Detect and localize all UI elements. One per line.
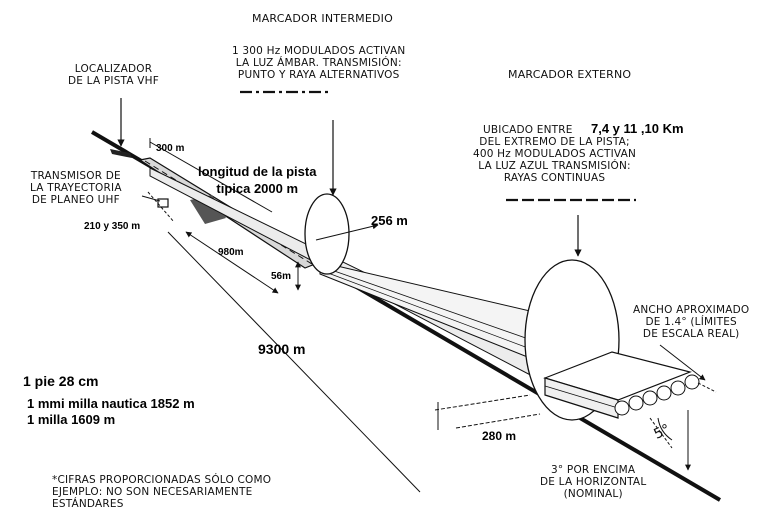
dim-300 — [149, 141, 273, 213]
localizer-label: LOCALIZADOR DE LA PISTA VHF — [68, 63, 159, 87]
glide-angle-label: 3° POR ENCIMA DE LA HORIZONTAL (NOMINAL) — [540, 464, 647, 500]
measure-980: 980m — [218, 247, 244, 258]
middle-marker-title: MARCADOR INTERMEDIO — [252, 12, 393, 25]
outer-marker-title: MARCADOR EXTERNO — [508, 68, 632, 81]
conversion-mile: 1 milla 1609 m — [27, 412, 116, 427]
measure-256: 256 m — [371, 213, 408, 228]
localizer-antenna-icon — [110, 98, 132, 158]
measure-56: 56m — [271, 271, 292, 282]
glide-path-beam — [149, 167, 561, 381]
outer-marker-range: 7,4 y 11 ,10 Km — [591, 121, 684, 136]
footnote: *CIFRAS PROPORCIONADAS SÓLO COMO EJEMPLO… — [52, 474, 272, 510]
outer-marker-line1: UBICADO ENTRE — [483, 124, 573, 136]
measure-280: 280 m — [482, 429, 517, 443]
dim-980 — [185, 231, 279, 294]
middle-marker-desc: 1 300 Hz MODULADOS ACTIVAN LA LUZ ÁMBAR.… — [232, 45, 406, 81]
conversion-nautical-mile: 1 mmi milla nautica 1852 m — [27, 396, 195, 411]
runway-length-note: longitud de la pista tipica 2000 m — [198, 164, 317, 196]
conversion-foot: 1 pie 28 cm — [23, 373, 99, 389]
measure-9300: 9300 m — [258, 341, 306, 357]
measure-210-350: 210 y 350 m — [84, 221, 141, 232]
middle-marker-cone — [240, 90, 379, 275]
localizer-beam-box — [543, 344, 717, 471]
glide-path-transmitter-icon — [141, 195, 169, 208]
outer-marker-desc: DEL EXTREMO DE LA PISTA; 400 Hz MODULADO… — [473, 136, 637, 184]
beam-width-label: ANCHO APROXIMADO DE 1.4° (LÍMITES DE ESC… — [633, 304, 750, 340]
measure-300: 300 m — [156, 143, 185, 154]
glide-transmitter-label: TRANSMISOR DE LA TRAYECTORIA DE PLANEO U… — [30, 170, 122, 206]
